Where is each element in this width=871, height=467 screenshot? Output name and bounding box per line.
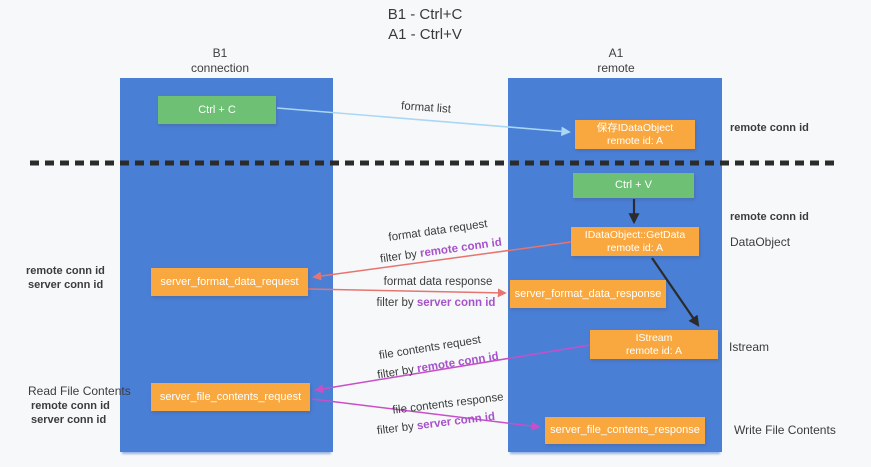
node-server-format-data-response: server_format_data_response xyxy=(510,280,666,308)
arrow-getdata-to-istream xyxy=(651,257,700,327)
node-file-req-label: server_file_contents_request xyxy=(159,390,302,403)
diagram-title: B1 - Ctrl+C A1 - Ctrl+V xyxy=(388,5,463,45)
annotation-read-file-contents: Read File Contents xyxy=(28,384,131,398)
node-server-format-data-request: server_format_data_request xyxy=(151,268,308,296)
annotation-remote-conn-id-left-bottom: remote conn id xyxy=(31,400,110,412)
annotation-istream: Istream xyxy=(729,340,770,354)
annotation-remote-conn-id-left-top: remote conn id xyxy=(26,265,105,277)
flow-label-format-data-response: format data response xyxy=(383,276,493,288)
annotation-server-conn-id-left-top: server conn id xyxy=(28,279,104,291)
node-istream-line1: IStream xyxy=(635,331,673,344)
lane-a1-name: A1 xyxy=(608,46,624,60)
node-istream: IStream remote id: A xyxy=(590,330,718,359)
filter-prefix: filter by xyxy=(376,297,414,309)
lane-b1-subtitle: connection xyxy=(190,61,250,75)
node-server-file-contents-request: server_file_contents_request xyxy=(151,383,310,411)
lane-b1-name: B1 xyxy=(212,46,228,60)
arrow-file-contents-response xyxy=(311,398,541,431)
node-fmt-req-label: server_format_data_request xyxy=(160,275,299,288)
title-line-1: B1 - Ctrl+C xyxy=(387,6,463,23)
lane-header-a1: A1 remote xyxy=(597,46,634,76)
arrow-format-data-request xyxy=(312,241,572,281)
node-save-idataobject: 保存IDataObject remote id: A xyxy=(575,120,695,149)
node-getdata-line2: remote id: A xyxy=(606,241,664,254)
node-ctrl-c: Ctrl + C xyxy=(158,96,276,124)
annotation-dataobject: DataObject xyxy=(730,235,791,249)
node-getdata-line1: IDataObject::GetData xyxy=(584,228,686,241)
flow-label-format-data-response-filter: filter by server conn id xyxy=(377,297,496,309)
filter-key-server-conn-id: server conn id xyxy=(416,297,496,309)
annotation-remote-conn-id-right-mid: remote conn id xyxy=(730,211,809,223)
arrow-format-data-response xyxy=(307,288,507,298)
arrow-file-contents-request xyxy=(314,344,591,394)
title-line-2: A1 - Ctrl+V xyxy=(388,26,462,43)
lane-header-b1: B1 connection xyxy=(191,46,249,76)
node-file-resp-label: server_file_contents_response xyxy=(550,424,700,436)
node-idataobject-getdata: IDataObject::GetData remote id: A xyxy=(571,227,699,256)
arrow-format-list xyxy=(276,107,571,137)
node-ctrl-v-label: Ctrl + V xyxy=(615,179,652,191)
node-save-line2: remote id: A xyxy=(606,134,664,147)
annotation-remote-conn-id-right-top: remote conn id xyxy=(730,122,809,134)
node-fmt-resp-label: server_format_data_response xyxy=(514,287,662,300)
annotation-server-conn-id-left-bottom: server conn id xyxy=(31,414,107,426)
node-istream-line2: remote id: A xyxy=(625,344,683,357)
node-ctrl-c-label: Ctrl + C xyxy=(198,103,236,116)
lane-a1-subtitle: remote xyxy=(597,61,635,75)
node-server-file-contents-response: server_file_contents_response xyxy=(545,417,705,444)
node-save-line1: 保存IDataObject xyxy=(596,121,674,134)
annotation-write-file-contents: Write File Contents xyxy=(734,423,836,437)
node-ctrl-v: Ctrl + V xyxy=(573,173,694,198)
